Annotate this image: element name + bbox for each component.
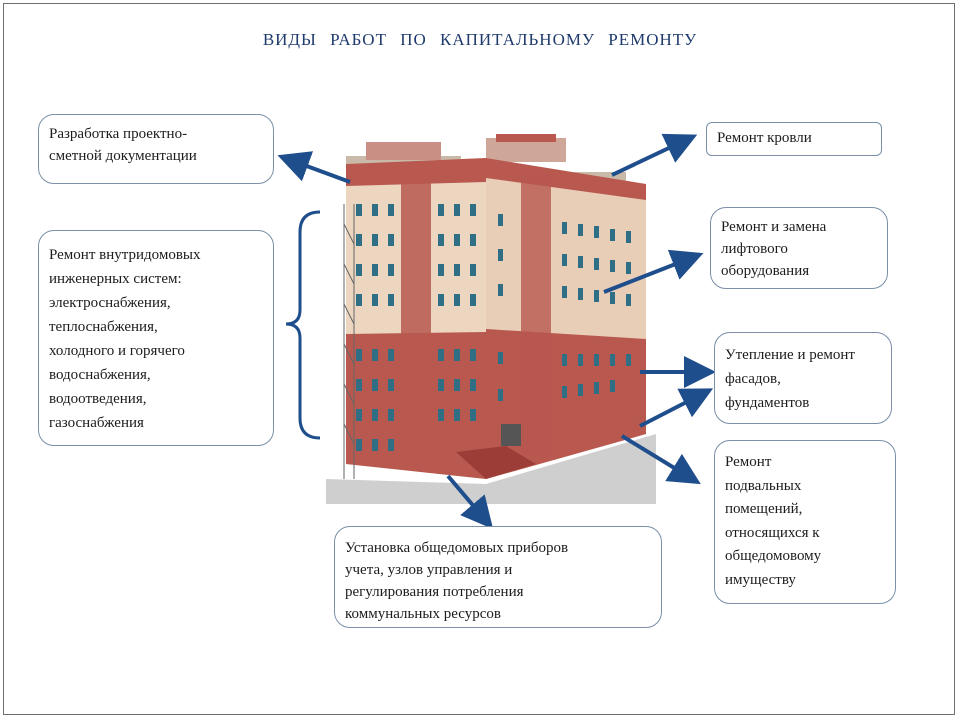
page-frame xyxy=(3,3,955,715)
arrow-to-meters xyxy=(446,474,494,530)
arrow-to-basement xyxy=(620,434,701,485)
brace-engineering xyxy=(285,210,321,440)
box-facade: Утепление и ремонт фасадов, фундаментов xyxy=(714,332,892,424)
box-design-docs: Разработка проектно- сметной документаци… xyxy=(38,114,274,184)
arrow-to-foundation xyxy=(639,388,714,428)
arrow-to-elevator xyxy=(603,249,704,294)
apartment-building-illustration xyxy=(326,134,656,504)
box-engineering-systems: Ремонт внутридомовых инженерных систем: … xyxy=(38,230,274,446)
arrow-to-roof xyxy=(611,133,698,177)
box-basement: Ремонт подвальных помещений, относящихся… xyxy=(714,440,896,604)
arrow-to-design-docs xyxy=(277,151,351,184)
box-elevator: Ремонт и замена лифтового оборудования xyxy=(710,207,888,289)
box-roof: Ремонт кровли xyxy=(706,122,882,156)
box-meters: Установка общедомовых приборов учета, уз… xyxy=(334,526,662,628)
page-title: ВИДЫ РАБОТ ПО КАПИТАЛЬНОМУ РЕМОНТУ xyxy=(262,30,698,49)
